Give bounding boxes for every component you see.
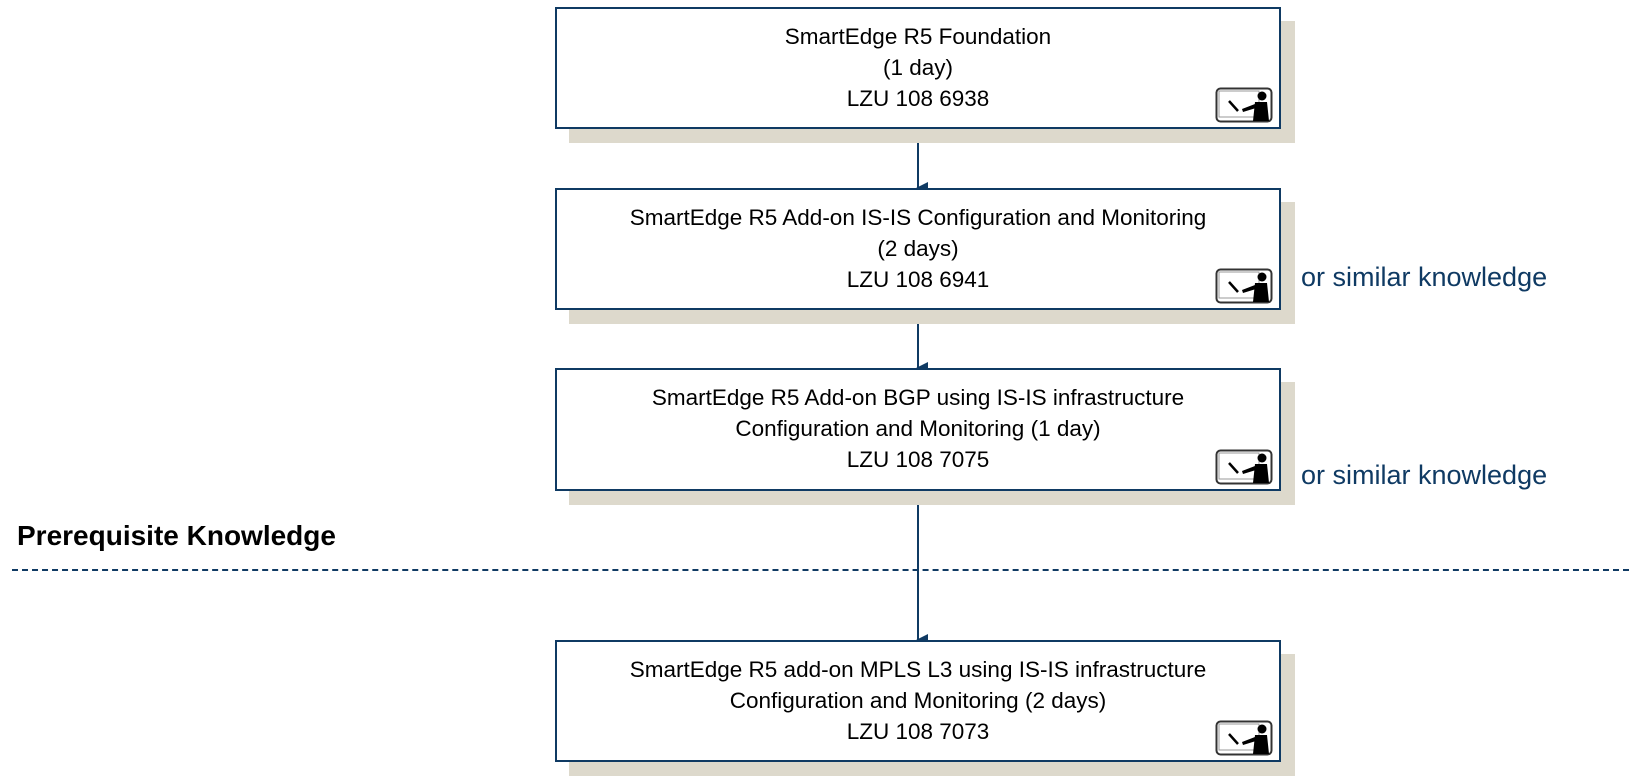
course-box-foundation: SmartEdge R5 Foundation (1 day) LZU 108 …: [555, 7, 1295, 143]
course-text: SmartEdge R5 Add-on BGP using IS-IS infr…: [557, 382, 1279, 475]
course-duration: (1 day): [882, 55, 954, 80]
course-code: LZU 108 6938: [846, 86, 990, 111]
instructor-led-icon: [1215, 449, 1273, 485]
instructor-led-icon: [1215, 87, 1273, 123]
course-text: SmartEdge R5 Add-on IS-IS Configuration …: [557, 202, 1279, 295]
course-box: SmartEdge R5 Add-on BGP using IS-IS infr…: [555, 368, 1281, 491]
similar-knowledge-note: or similar knowledge: [1301, 262, 1548, 292]
course-box-bgp: SmartEdge R5 Add-on BGP using IS-IS infr…: [555, 368, 1295, 505]
prerequisite-knowledge-label: Prerequisite Knowledge: [17, 520, 336, 551]
course-box: SmartEdge R5 add-on MPLS L3 using IS-IS …: [555, 640, 1281, 762]
prerequisite-divider: [12, 569, 1629, 571]
course-box: SmartEdge R5 Foundation (1 day) LZU 108 …: [555, 7, 1281, 129]
course-code: LZU 108 7075: [846, 447, 990, 472]
course-duration: Configuration and Monitoring (2 days): [729, 688, 1107, 713]
course-text: SmartEdge R5 Foundation (1 day) LZU 108 …: [557, 21, 1279, 114]
course-text: SmartEdge R5 add-on MPLS L3 using IS-IS …: [557, 654, 1279, 747]
course-title: SmartEdge R5 Add-on IS-IS Configuration …: [629, 205, 1207, 230]
course-box-isis: SmartEdge R5 Add-on IS-IS Configuration …: [555, 188, 1295, 324]
course-box: SmartEdge R5 Add-on IS-IS Configuration …: [555, 188, 1281, 310]
similar-knowledge-note: or similar knowledge: [1301, 460, 1548, 490]
instructor-led-icon: [1215, 720, 1273, 756]
course-duration: Configuration and Monitoring (1 day): [735, 416, 1101, 441]
course-title: SmartEdge R5 Add-on BGP using IS-IS infr…: [651, 385, 1185, 410]
course-duration: (2 days): [877, 236, 959, 261]
course-title: SmartEdge R5 add-on MPLS L3 using IS-IS …: [629, 657, 1207, 682]
course-code: LZU 108 7073: [846, 719, 990, 744]
course-box-mpls: SmartEdge R5 add-on MPLS L3 using IS-IS …: [555, 640, 1295, 776]
course-title: SmartEdge R5 Foundation: [784, 24, 1052, 49]
instructor-led-icon: [1215, 268, 1273, 304]
course-code: LZU 108 6941: [846, 267, 990, 292]
